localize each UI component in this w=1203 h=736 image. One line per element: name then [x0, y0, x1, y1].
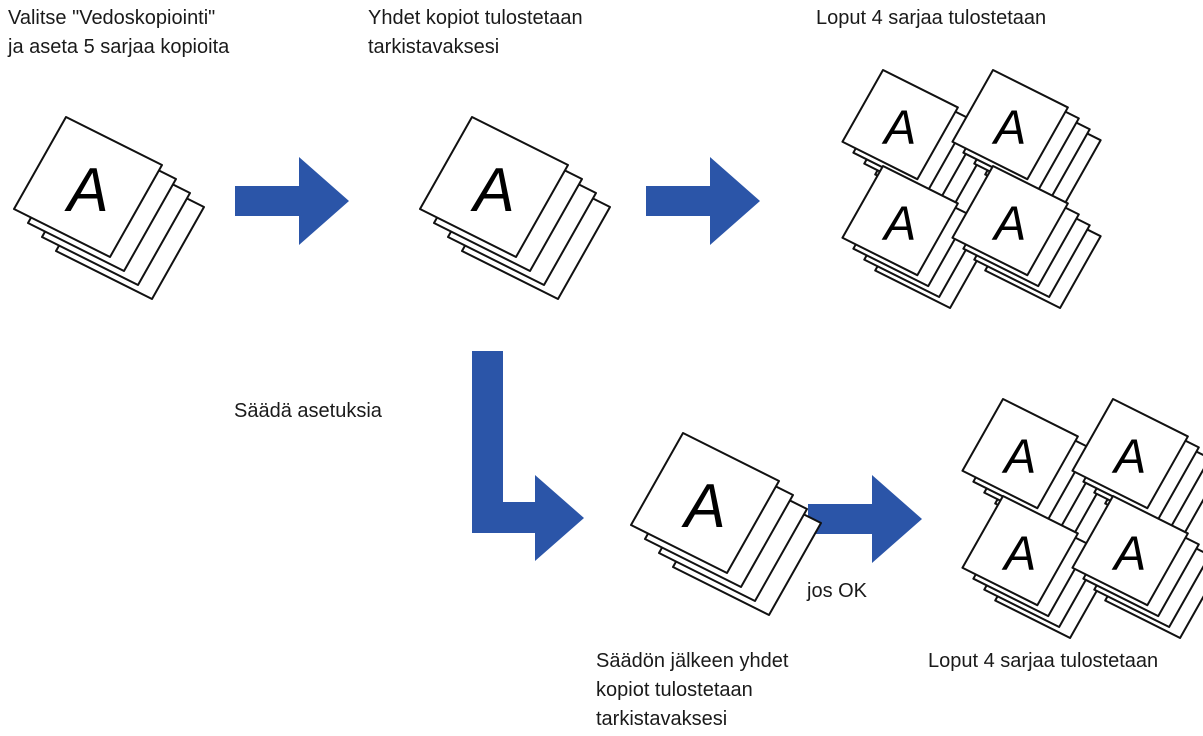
page-letter: A: [1111, 429, 1146, 483]
paper-stack-icon: A: [841, 69, 992, 213]
step-ok-label: jos OK: [807, 577, 867, 606]
paper-sheet: [951, 165, 1069, 277]
arrow-right-icon: [646, 157, 760, 245]
step-select-label: Valitse "Vedoskopiointi" ja aseta 5 sarj…: [8, 4, 229, 62]
paper-sheet: [841, 165, 959, 277]
arrow-down-right-icon: [472, 351, 584, 561]
paper-sheet: [951, 69, 1069, 181]
page-letter: A: [1111, 526, 1146, 580]
paper-stack-icon: A: [630, 432, 822, 616]
arrow-right-icon: [808, 475, 922, 563]
page-letter: A: [1001, 429, 1036, 483]
step-proof-after-label: Säädön jälkeen yhdet kopiot tulostetaan …: [596, 647, 788, 734]
page-letter: A: [881, 196, 916, 250]
step-proof-after-line3: tarkistavaksesi: [596, 708, 728, 730]
paper-sheet: [1071, 495, 1189, 607]
paper-stack-icon: A: [961, 495, 1112, 639]
paper-stack-icon: A: [841, 165, 992, 309]
paper-sheet: [961, 495, 1079, 607]
paper-stack-icon: A: [419, 116, 611, 300]
paper-sheet: [630, 432, 780, 574]
page-letter: A: [991, 100, 1026, 154]
step-rest-bottom-line1: Loput 4 sarjaa tulostetaan: [928, 650, 1159, 672]
arrow-right-icon: [235, 157, 349, 245]
page-letter: A: [991, 196, 1026, 250]
step-proof-line2: tarkistavaksesi: [368, 36, 500, 58]
page-letter: A: [881, 100, 916, 154]
paper-sheet: [1071, 398, 1189, 510]
paper-stack-icon: A: [13, 116, 205, 300]
page-letter: A: [63, 156, 108, 225]
paper-sheet: [13, 116, 163, 258]
step-proof-label: Yhdet kopiot tulostetaan tarkistavaksesi: [368, 4, 583, 62]
page-letter: A: [469, 156, 514, 225]
step-select-line2: ja aseta 5 sarjaa kopioita: [8, 36, 230, 58]
step-ok-line1: jos OK: [807, 580, 868, 602]
step-adjust-line1: Säädä asetuksia: [234, 400, 382, 422]
paper-stack-icon: A: [1071, 495, 1203, 639]
step-rest-top-label: Loput 4 sarjaa tulostetaan: [816, 4, 1046, 33]
paper-sheet: [841, 69, 959, 181]
paper-sheet: [419, 116, 569, 258]
paper-sheet: [961, 398, 1079, 510]
step-select-line1: Valitse "Vedoskopiointi": [8, 7, 216, 29]
paper-stack-icon: A: [951, 165, 1102, 309]
paper-stack-icon: A: [951, 69, 1102, 213]
step-rest-bottom-label: Loput 4 sarjaa tulostetaan: [928, 647, 1158, 676]
step-proof-line1: Yhdet kopiot tulostetaan: [368, 7, 583, 29]
step-proof-after-line1: Säädön jälkeen yhdet: [596, 650, 789, 672]
page-letter: A: [680, 472, 725, 541]
step-rest-top-line1: Loput 4 sarjaa tulostetaan: [816, 7, 1047, 29]
step-adjust-label: Säädä asetuksia: [234, 397, 382, 426]
page-letter: A: [1001, 526, 1036, 580]
step-proof-after-line2: kopiot tulostetaan: [596, 679, 753, 701]
